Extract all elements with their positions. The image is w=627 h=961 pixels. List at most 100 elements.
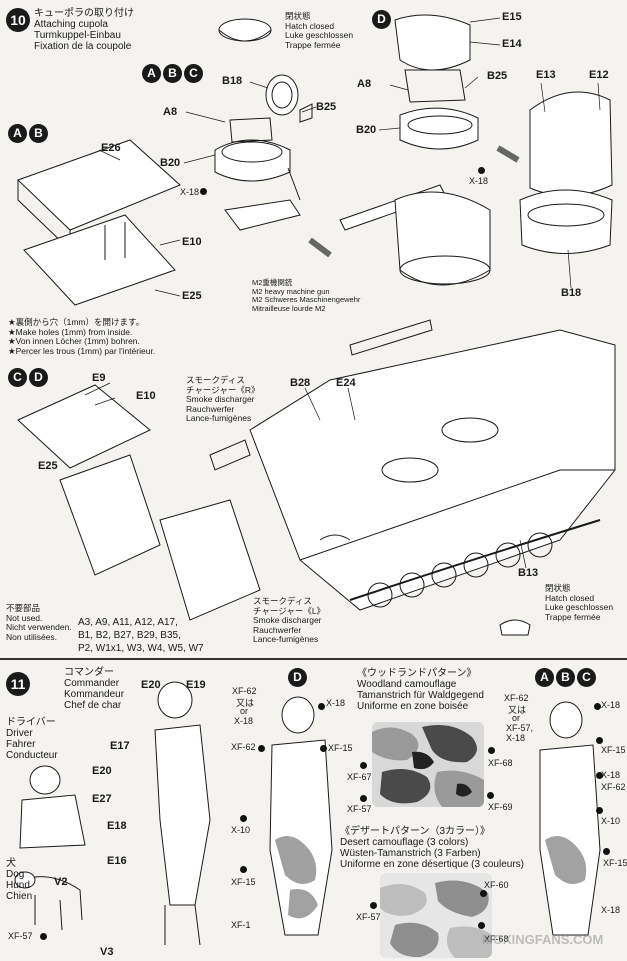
paint-dot	[240, 815, 247, 822]
part-label-e13: E13	[536, 69, 556, 81]
smoke-discharger-r-note: スモークディス チャージャー《R》 Smoke discharger Rauch…	[186, 375, 260, 424]
step-10-title-en: Attaching cupola	[34, 19, 108, 30]
paint-label-xf62: XF-62	[601, 782, 626, 792]
not-used-parts-line: A3, A9, A11, A12, A17,	[78, 617, 178, 628]
paint-label-x18: X-18	[180, 187, 200, 197]
part-label-b18: B18	[222, 75, 243, 87]
not-used-de: Nicht verwenden.	[6, 622, 72, 632]
paint-dot	[370, 902, 377, 909]
paint-dot	[596, 772, 603, 779]
paint-label-x18: X-18	[601, 770, 621, 780]
part-label-e27: E27	[92, 793, 112, 805]
woodland-en: Woodland camouflage	[357, 679, 457, 690]
paint-dot	[360, 795, 367, 802]
driver-jp: ドライバー	[6, 717, 56, 728]
hatch-closed-note-bottom: 閉状態 Hatch closed Luke geschlossen Trappe…	[545, 583, 613, 622]
paint-label-xf57: XF-57	[347, 804, 372, 814]
part-label-b25: B25	[487, 70, 508, 82]
paint-label-xf60: XF-60	[484, 880, 509, 890]
part-label-a8: A8	[357, 78, 372, 90]
m2-gun-de: M2 Schweres Maschinengewehr	[252, 295, 361, 304]
part-label-v2: V2	[54, 876, 68, 888]
step-10-title-fr: Fixation de la coupole	[34, 41, 132, 52]
commander-en: Commander	[64, 678, 120, 689]
not-used-jp: 不要部品	[6, 603, 41, 613]
paint-label-x18: X-18	[326, 698, 346, 708]
paint-dot	[40, 933, 47, 940]
make-holes-en: ★Make holes (1mm) from inside.	[8, 326, 133, 337]
not-used-parts-list: A3, A9, A11, A12, A17, B1, B2, B27, B29,…	[78, 616, 204, 655]
hatch-closed-jp: 閉状態	[285, 11, 311, 21]
paint-label-xf67: XF-67	[347, 772, 372, 782]
smoke-r-fr: Lance-fumigènes	[186, 413, 252, 423]
smoke-l-fr: Lance-fumigènes	[253, 634, 319, 644]
part-label-e9: E9	[92, 372, 106, 384]
paint-label-x18: X-18	[469, 176, 489, 186]
part-label-e17: E17	[110, 740, 130, 752]
variant-d-badge: D	[288, 668, 307, 687]
paint-dot	[478, 922, 485, 929]
paint-dot	[258, 745, 265, 752]
woodland-de: Tamanstrich für Waldgegend	[357, 690, 484, 701]
desert-en: Desert camouflage (3 colors)	[340, 837, 469, 848]
smoke-discharger-l-note: スモークディス チャージャー《L》 Smoke discharger Rauch…	[253, 596, 325, 645]
dog-de: Hund	[6, 880, 30, 891]
paint-label-xf62: XF-62	[232, 686, 257, 696]
dog-en: Dog	[6, 869, 25, 880]
make-holes-de: ★Von innen Löcher (1mm) bohren.	[8, 336, 140, 346]
paint-dot	[594, 703, 601, 710]
driver-en: Driver	[6, 728, 33, 739]
step-divider	[0, 658, 627, 660]
woodland-camo-swatch	[372, 722, 484, 807]
part-label-e25: E25	[182, 290, 202, 302]
part-label-e15: E15	[502, 11, 522, 23]
paint-label-xf1: XF-1	[231, 920, 251, 930]
variant-b-badge: B	[29, 124, 48, 143]
paint-label-xf68: XF-68	[484, 934, 509, 944]
part-label-b18: B18	[561, 287, 582, 299]
variant-c-badge: C	[184, 64, 203, 83]
paint-dot	[596, 807, 603, 814]
paint-dot	[320, 745, 327, 752]
dog-fr: Chien	[6, 891, 33, 902]
part-label-b20: B20	[160, 157, 181, 169]
paint-dot	[478, 167, 485, 174]
paint-label-xf57: XF-57,	[506, 723, 534, 733]
paint-dot	[318, 703, 325, 710]
commander-fr: Chef de char	[64, 700, 122, 711]
m2-gun-fr: Mitrailleuse lourde M2	[252, 303, 326, 313]
make-holes-fr: ★Percer les trous (1mm) par l'intérieur.	[8, 345, 156, 356]
woodland-fr: Uniforme en zone boisée	[357, 701, 469, 712]
commander-de: Kommandeur	[64, 689, 125, 700]
commander-label: コマンダー Commander Kommandeur Chef de char	[64, 667, 124, 711]
smoke-l-en: Smoke discharger	[253, 615, 322, 625]
paint-dot	[480, 890, 487, 897]
dog-label: 犬 Dog Hund Chien	[6, 858, 32, 902]
smoke-l-jp1: スモークディス	[253, 596, 312, 606]
not-used-fr: Non utilisées.	[6, 631, 58, 642]
paint-label-x18: X-18	[601, 905, 621, 915]
paint-dot	[487, 792, 494, 799]
woodland-camo-label: 《ウッドランドパターン》 Woodland camouflage Tamanst…	[357, 668, 484, 712]
driver-fr: Conducteur	[6, 750, 58, 761]
hatch-closed-de: Luke geschlossen	[285, 30, 354, 40]
part-label-e20: E20	[141, 679, 161, 691]
paint-label-xf57: XF-57	[356, 912, 381, 922]
variant-c-badge: C	[8, 368, 27, 387]
paint-label-x18: X-18	[601, 700, 621, 710]
hatch-closed-fr: Trappe fermée	[545, 611, 601, 622]
paint-label-xf57: XF-57	[8, 931, 33, 941]
part-label-v3: V3	[100, 946, 114, 958]
make-holes-note: ★裏側から穴（1mm）を開けます。 ★Make holes (1mm) from…	[8, 317, 156, 356]
step-10-title-jp: キューポラの取り付け	[34, 8, 134, 19]
driver-label: ドライバー Driver Fahrer Conducteur	[6, 717, 58, 761]
m2-gun-jp: M2重機関銃	[252, 278, 293, 287]
smoke-r-jp2: チャージャー《R》	[186, 384, 260, 395]
paint-dot	[488, 747, 495, 754]
desert-camo-label: 《デザートパターン（3カラー）》 Desert camouflage (3 co…	[340, 826, 524, 870]
paint-dot	[200, 188, 207, 195]
part-label-e24: E24	[336, 377, 356, 389]
part-label-b25: B25	[316, 101, 337, 113]
paint-label-xf15: XF-15	[601, 745, 626, 755]
